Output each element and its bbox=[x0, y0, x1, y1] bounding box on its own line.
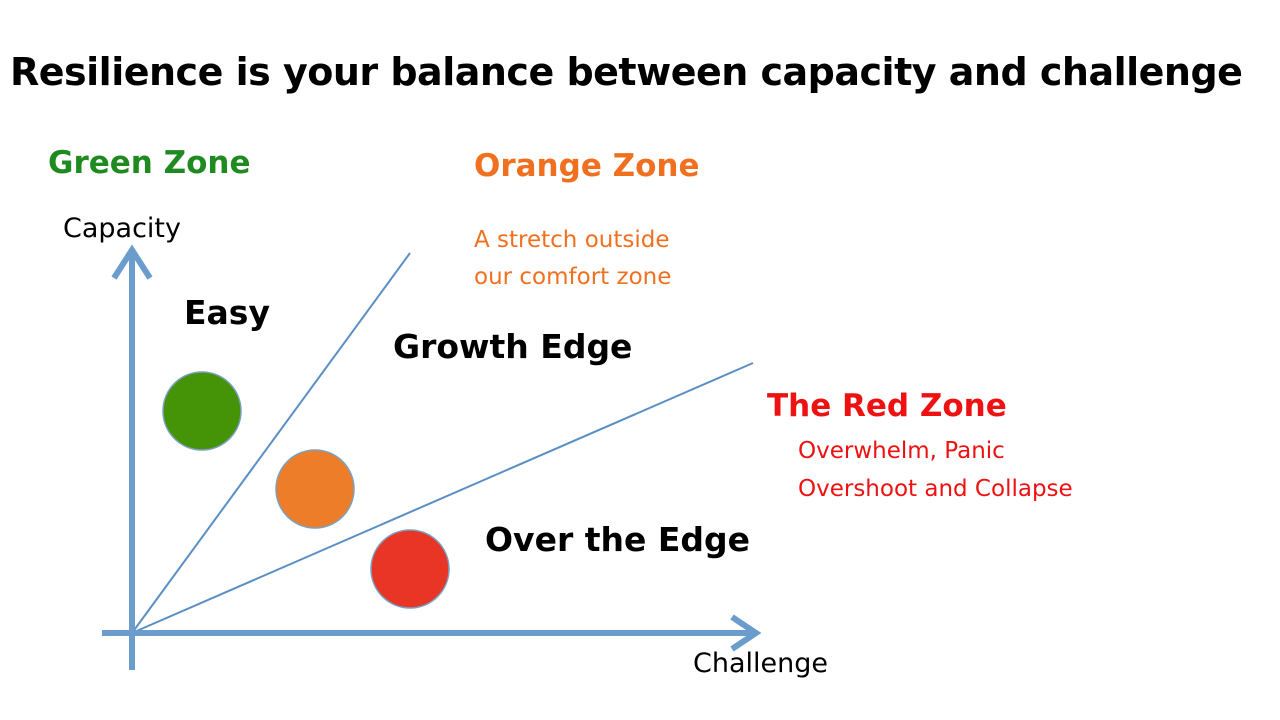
boundary-line-growth-over bbox=[131, 362, 754, 634]
green-circle bbox=[162, 371, 242, 451]
capacity-axis-arrowhead bbox=[111, 244, 153, 280]
slide-title: Resilience is your balance between capac… bbox=[10, 50, 1243, 94]
red-zone-label: The Red Zone bbox=[767, 388, 1007, 424]
orange-desc-line: our comfort zone bbox=[474, 264, 672, 290]
growth-edge-region-label: Growth Edge bbox=[393, 327, 633, 366]
boundary-line-easy-growth bbox=[131, 252, 411, 634]
orange-circle bbox=[275, 449, 355, 529]
orange-zone-label: Orange Zone bbox=[474, 148, 700, 184]
challenge-axis-arrowhead bbox=[730, 614, 762, 652]
red-circle bbox=[370, 529, 450, 609]
orange-desc-line: A stretch outside bbox=[474, 227, 670, 253]
red-desc-line: Overshoot and Collapse bbox=[798, 476, 1073, 502]
red-desc-line: Overwhelm, Panic bbox=[798, 438, 1005, 464]
challenge-axis-label: Challenge bbox=[693, 648, 828, 679]
easy-region-label: Easy bbox=[184, 293, 270, 332]
red-zone-description: Overwhelm, Panic Overshoot and Collapse bbox=[798, 432, 1073, 508]
orange-zone-description: A stretch outside our comfort zone bbox=[474, 222, 671, 296]
capacity-axis-label: Capacity bbox=[63, 213, 181, 244]
green-zone-label: Green Zone bbox=[48, 145, 251, 181]
over-the-edge-region-label: Over the Edge bbox=[485, 520, 751, 559]
